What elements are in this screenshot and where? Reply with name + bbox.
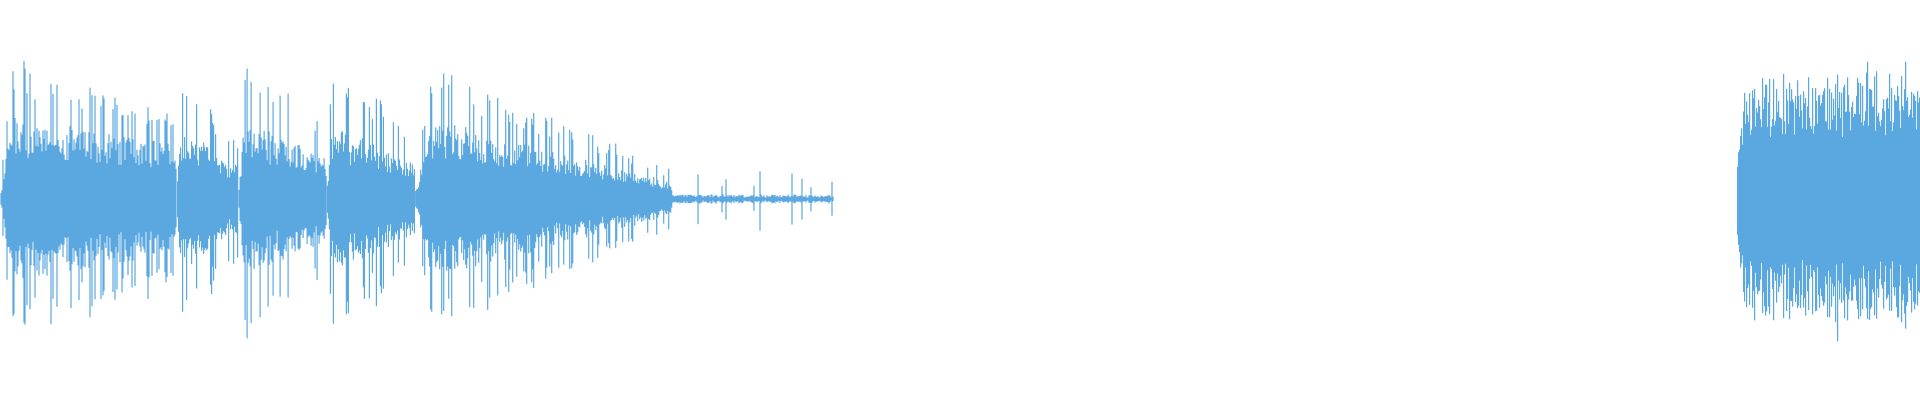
waveform-segment-burst-5: [415, 73, 673, 317]
waveform-segment-burst-2: [177, 93, 239, 312]
waveform-segment-tail-clicks: [671, 171, 834, 231]
waveform-trace: [0, 61, 177, 325]
waveform-segment-burst-1: [0, 61, 177, 325]
waveform-trace: [1737, 61, 1920, 342]
waveform-segment-burst-6: [1737, 61, 1920, 342]
waveform-trace: [415, 73, 673, 317]
waveform-segment-burst-3: [238, 68, 327, 339]
waveform-trace: [671, 171, 834, 231]
waveform-trace: [177, 93, 239, 312]
waveform-segment-burst-4: [326, 83, 415, 324]
waveform-trace: [326, 83, 415, 324]
waveform-trace: [238, 68, 327, 339]
